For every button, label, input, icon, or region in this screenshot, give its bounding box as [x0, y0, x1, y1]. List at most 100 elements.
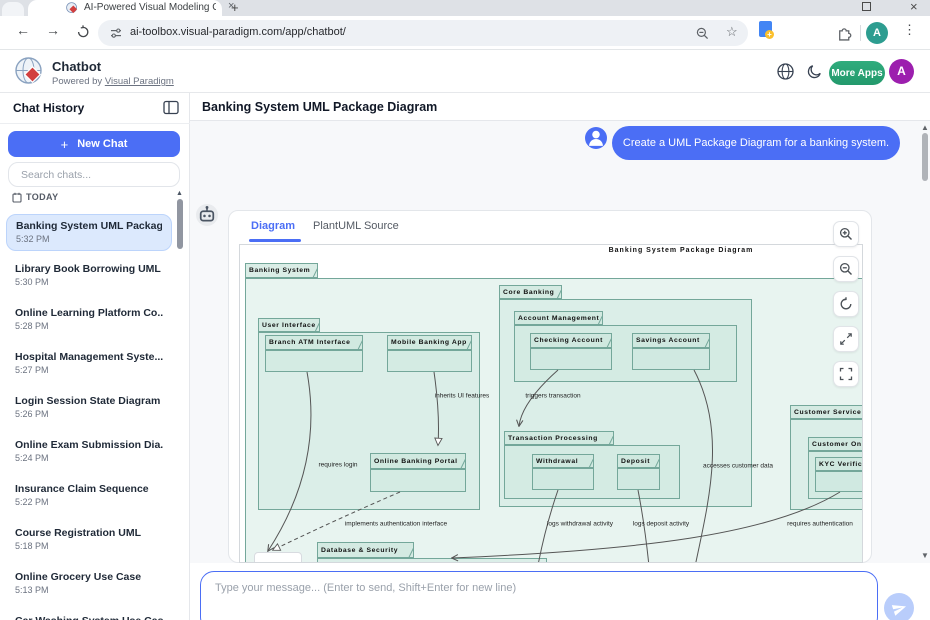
reset-view-button[interactable] — [833, 291, 859, 317]
plus-icon: + — [60, 136, 69, 152]
sidebar-collapse-icon[interactable] — [163, 100, 179, 115]
extensions-puzzle-icon[interactable] — [836, 24, 853, 41]
package-body — [370, 469, 466, 492]
chat-item-time: 5:18 PM — [15, 541, 49, 551]
refresh-icon[interactable] — [76, 25, 90, 39]
chat-item-time: 5:22 PM — [15, 497, 49, 507]
edge-label: logs deposit activity — [632, 520, 690, 528]
new-chat-label: New Chat — [77, 138, 128, 150]
chat-item-title: Car Washing System Use Case — [15, 615, 163, 620]
calendar-icon — [12, 192, 22, 203]
chat-history-item[interactable]: Online Learning Platform Co... 5:28 PM — [6, 302, 172, 346]
zoom-out-button[interactable] — [833, 256, 859, 282]
back-button[interactable]: ← — [16, 22, 30, 38]
package-tab: Customer Onb — [808, 437, 862, 451]
package-body — [317, 558, 547, 562]
tab-diagram[interactable]: Diagram — [251, 220, 296, 232]
chat-item-title: Online Exam Submission Dia... — [15, 439, 163, 451]
bot-response-card: Diagram PlantUML Source Banking System P… — [228, 210, 872, 563]
fullscreen-brackets-icon — [839, 367, 853, 381]
edge-label: implements authentication interface — [344, 520, 448, 528]
language-globe-icon[interactable] — [777, 63, 794, 80]
powered-by-prefix: Powered by — [52, 76, 105, 87]
package-tab: Banking System — [245, 263, 318, 278]
chat-history-item[interactable]: Banking System UML Packag... 5:32 PM — [6, 214, 172, 251]
zoom-page-icon[interactable] — [696, 27, 709, 40]
chat-history-item[interactable]: Course Registration UML 5:18 PM — [6, 522, 172, 566]
chat-area: Create a UML Package Diagram for a banki… — [190, 121, 930, 563]
expand-arrows-icon — [840, 333, 852, 345]
fit-to-screen-button[interactable] — [833, 326, 859, 352]
toolbar-separator — [860, 25, 861, 41]
search-input[interactable] — [8, 162, 180, 187]
user-message-bubble: Create a UML Package Diagram for a banki… — [612, 126, 900, 160]
package-tab: Checking Account — [530, 333, 612, 348]
user-avatar[interactable]: A — [889, 59, 914, 84]
diagram-title: Banking System Package Diagram — [608, 247, 754, 254]
diagram-canvas[interactable]: Banking System Package Diagram — [239, 244, 863, 563]
edge-requires-login — [268, 371, 312, 551]
package-tab: User Interface — [258, 318, 320, 332]
browser-tab[interactable]: AI-Powered Visual Modeling Ch × — [28, 0, 234, 16]
chat-history-item[interactable]: Hospital Management Syste... 5:27 PM — [6, 346, 172, 390]
edge-triggers-transaction — [519, 369, 559, 426]
robot-icon — [199, 206, 215, 222]
dark-mode-moon-icon[interactable] — [807, 64, 822, 79]
send-button[interactable] — [884, 593, 914, 620]
sidebar-scroll-up-arrow[interactable]: ▲ — [176, 190, 183, 197]
sidebar-title: Chat History — [13, 101, 85, 115]
forward-button[interactable]: → — [46, 22, 60, 38]
chat-history-item[interactable]: Online Grocery Use Case 5:13 PM — [6, 566, 172, 610]
chat-history-item[interactable]: Login Session State Diagram 5:26 PM — [6, 390, 172, 434]
extension-doc-icon[interactable]: + — [759, 21, 774, 39]
bookmark-star-icon[interactable]: ☆ — [726, 24, 738, 39]
chat-scroll-down-arrow[interactable]: ▼ — [921, 551, 929, 560]
tab-close-icon[interactable]: × — [228, 0, 235, 12]
new-chat-button[interactable]: + New Chat — [8, 131, 180, 157]
chat-item-time: 5:13 PM — [15, 585, 49, 595]
chat-history-item[interactable]: Online Exam Submission Dia... 5:24 PM — [6, 434, 172, 478]
chat-scrollbar-thumb[interactable] — [922, 133, 928, 181]
window-maximize-button[interactable] — [862, 2, 871, 11]
chat-history-item[interactable]: Library Book Borrowing UML 5:30 PM — [6, 258, 172, 302]
chat-item-title: Hospital Management Syste... — [15, 351, 163, 363]
app-title: Chatbot — [52, 59, 102, 74]
url-bar[interactable]: ai-toolbox.visual-paradigm.com/app/chatb… — [98, 20, 748, 46]
chat-item-title: Online Learning Platform Co... — [15, 307, 163, 319]
package-tab: Core Banking — [499, 285, 562, 299]
chat-history-item[interactable]: Car Washing System Use Case — [6, 610, 172, 620]
fullscreen-button[interactable] — [833, 361, 859, 387]
message-input[interactable] — [200, 571, 878, 620]
edge-logs-withdrawal — [538, 489, 559, 562]
zoom-out-icon — [839, 262, 852, 275]
package-tab: Withdrawal — [532, 454, 594, 468]
more-apps-button[interactable]: More Apps — [829, 61, 885, 85]
chat-scroll-up-arrow[interactable]: ▲ — [921, 123, 929, 132]
package-body — [532, 468, 594, 490]
package-body — [632, 348, 710, 370]
chat-item-title: Course Registration UML — [15, 527, 142, 539]
edge-requires-authentication — [452, 491, 841, 558]
edge-label: requires authentication — [787, 520, 853, 528]
package-body — [265, 350, 363, 372]
reset-icon — [840, 297, 852, 310]
package-tab: Savings Account — [632, 333, 710, 348]
browser-menu-icon[interactable]: ⋮ — [903, 22, 916, 37]
browser-profile-avatar[interactable]: A — [866, 22, 888, 44]
edge-label: logs withdrawal activity — [546, 520, 614, 528]
diagram-edges — [240, 369, 841, 562]
conversation-titlebar: Banking System UML Package Diagram — [190, 93, 930, 121]
package-tab: KYC Verifica — [815, 457, 862, 471]
tab-plantuml-source[interactable]: PlantUML Source — [313, 220, 399, 232]
sidebar-scrollbar-thumb[interactable] — [177, 199, 183, 249]
visual-paradigm-link[interactable]: Visual Paradigm — [104, 76, 174, 87]
chat-item-time: 5:32 PM — [16, 234, 50, 244]
zoom-in-button[interactable] — [833, 221, 859, 247]
zoom-level-badge — [254, 552, 302, 562]
chat-history-item[interactable]: Insurance Claim Sequence 5:22 PM — [6, 478, 172, 522]
site-settings-icon[interactable] — [110, 27, 122, 39]
powered-by: Powered by Visual Paradigm — [52, 76, 174, 87]
new-tab-button[interactable]: + — [231, 0, 239, 15]
window-close-button[interactable]: × — [910, 0, 918, 14]
